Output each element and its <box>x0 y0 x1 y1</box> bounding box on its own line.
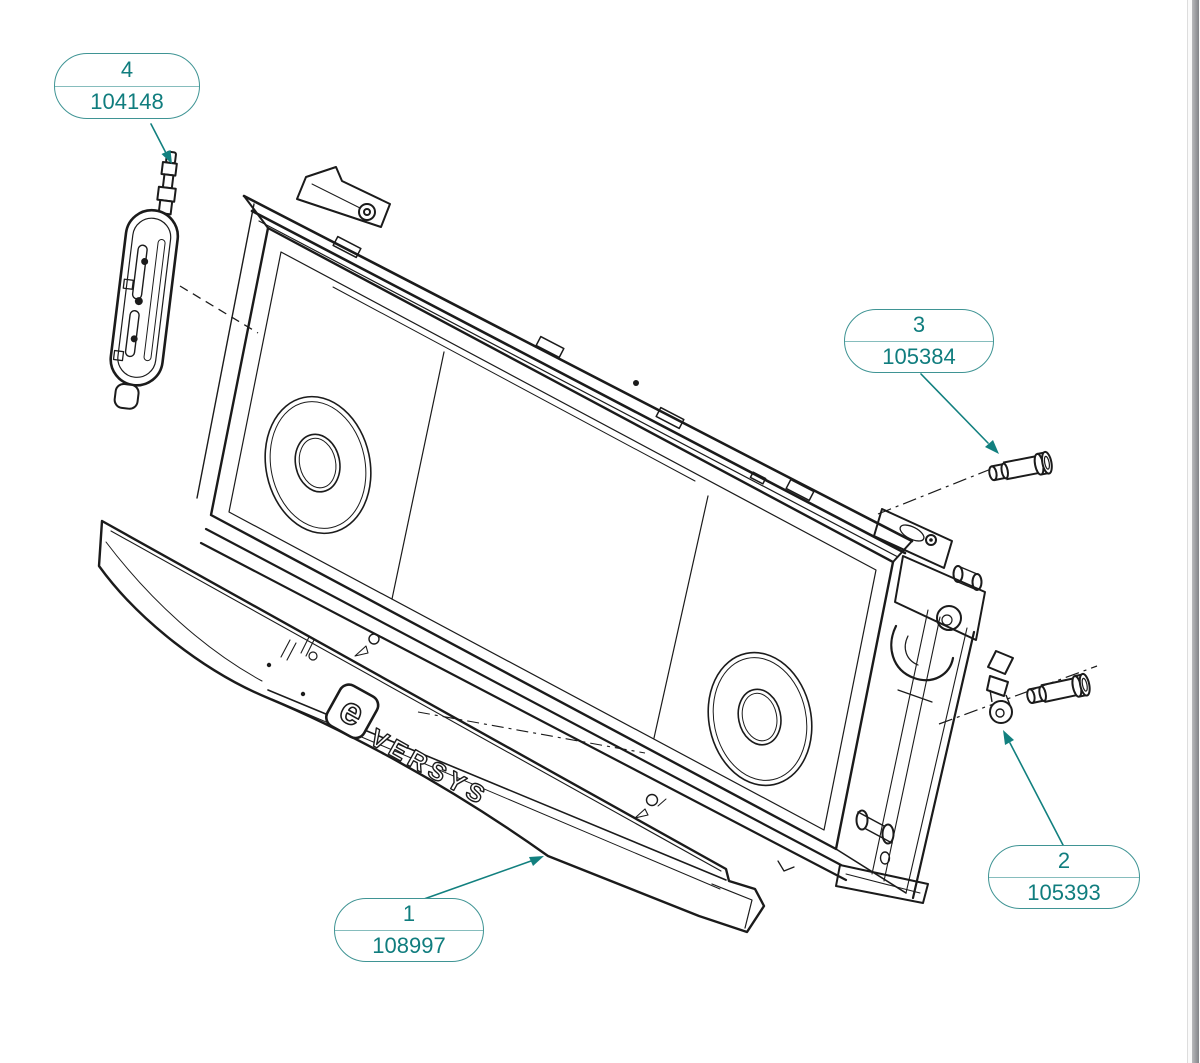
clip-part-2-drawing <box>986 650 1014 724</box>
leader-arrow-2 <box>1003 730 1064 846</box>
callout-4-number: 4 <box>55 54 199 87</box>
fastener-axis-lines <box>417 468 1098 754</box>
callout-part-3: 3 105384 <box>844 309 994 373</box>
leader-arrow-4 <box>150 123 172 164</box>
callout-1-number: 1 <box>335 899 483 931</box>
callout-3-part-number: 105384 <box>882 343 956 369</box>
hinge-top <box>873 508 986 703</box>
leader-arrow-1 <box>423 856 544 900</box>
screw-part-2-drawing <box>1024 672 1093 709</box>
callout-3-number: 3 <box>845 310 993 342</box>
scrollbar-thumb[interactable] <box>1192 0 1199 1063</box>
callout-part-4: 4 104148 <box>54 53 200 119</box>
sensor-alignment-dashed-line <box>179 285 259 334</box>
tray-part-drawing: e VERSYS <box>97 519 766 934</box>
door-panel-drawing <box>196 166 986 904</box>
screw-part-3-drawing <box>986 450 1055 486</box>
callout-part-2: 2 105393 <box>988 845 1140 909</box>
callout-2-number: 2 <box>989 846 1139 878</box>
callout-part-1: 1 108997 <box>334 898 484 962</box>
hinge-bottom <box>835 809 929 904</box>
callout-4-part-number: 104148 <box>90 89 164 115</box>
leader-arrow-3 <box>920 373 999 454</box>
sensor-part-drawing <box>109 150 180 410</box>
vertical-scrollbar <box>1187 0 1200 1063</box>
callout-1-part-number: 108997 <box>372 932 446 958</box>
callout-2-part-number: 105393 <box>1027 879 1101 905</box>
